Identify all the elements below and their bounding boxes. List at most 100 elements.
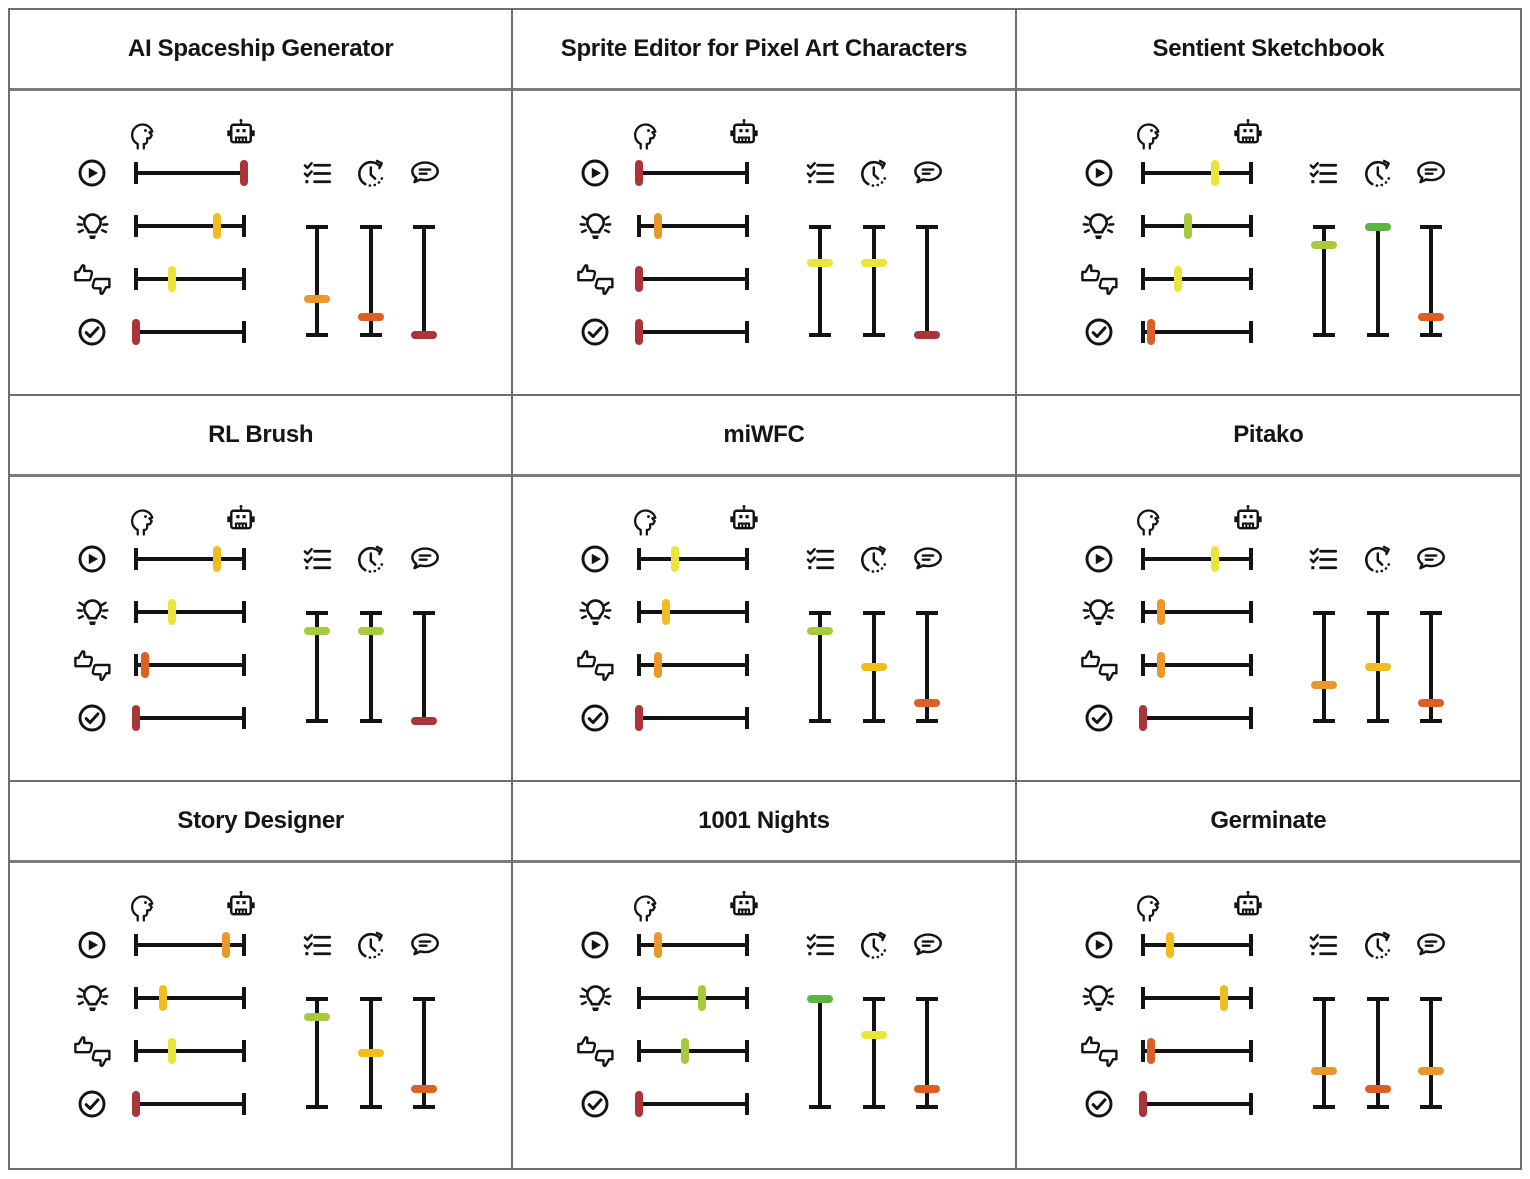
slider-track	[136, 557, 244, 561]
play-circle-icon	[75, 928, 109, 962]
slider-track	[1142, 1102, 1251, 1106]
tool-panel: 1001 Nights	[513, 782, 1017, 1168]
play-circle-icon	[578, 928, 612, 962]
slider-endcap	[1248, 707, 1253, 729]
speech-bubble-icon	[1414, 544, 1447, 575]
slider-endcap	[134, 987, 138, 1009]
slider-marker	[213, 213, 221, 239]
slider-endcap	[1140, 934, 1145, 956]
slider-endcap	[242, 707, 246, 729]
slider-endcap	[360, 1105, 382, 1109]
slider-marker	[807, 995, 834, 1003]
slider-marker	[1147, 319, 1156, 345]
slider-endcap	[809, 1105, 832, 1109]
slider-endcap	[242, 1093, 246, 1115]
slider-endcap	[1312, 997, 1335, 1001]
slider-endcap	[745, 654, 750, 676]
thumbs-feedback-icon	[71, 644, 113, 686]
panel-titlebar: Sentient Sketchbook	[1016, 10, 1520, 91]
slider-endcap	[134, 654, 138, 676]
panel-title: miWFC	[723, 421, 805, 448]
slider-endcap	[863, 997, 886, 1001]
play-circle-icon	[1082, 156, 1116, 190]
slider-marker	[861, 1030, 888, 1039]
slider-marker	[167, 1038, 176, 1064]
clock-icon	[1361, 542, 1395, 576]
slider-endcap	[1366, 1105, 1389, 1109]
slider-marker	[1138, 705, 1147, 731]
play-circle-icon	[578, 542, 612, 576]
speech-bubble-icon	[408, 930, 441, 961]
slider-track	[1375, 999, 1380, 1107]
panel-titlebar: Germinate	[1016, 782, 1520, 863]
slider-endcap	[1366, 719, 1389, 723]
panel-title: Germinate	[1210, 807, 1327, 834]
slider-track	[639, 1102, 748, 1106]
robot-icon	[226, 118, 256, 148]
slider-marker	[914, 698, 941, 707]
slider-track	[1142, 224, 1251, 228]
approval-check-icon	[1082, 1087, 1116, 1121]
clock-icon	[1361, 156, 1395, 190]
slider-track	[925, 227, 930, 335]
robot-icon	[729, 118, 759, 148]
slider-endcap	[1248, 601, 1253, 623]
slider-marker	[1157, 652, 1166, 678]
slider-endcap	[1419, 719, 1442, 723]
slider-endcap	[745, 934, 750, 956]
panel-titlebar: miWFC	[513, 396, 1015, 477]
thumbs-feedback-icon	[71, 1030, 113, 1072]
approval-check-icon	[75, 701, 109, 735]
slider-endcap	[134, 934, 138, 956]
slider-track	[1321, 227, 1326, 335]
slider-marker	[1147, 1038, 1156, 1064]
idea-lightbulb-icon	[74, 980, 111, 1017]
slider-marker	[132, 705, 140, 731]
slider-track	[1428, 999, 1433, 1107]
slider-track	[422, 227, 426, 335]
slider-marker	[304, 627, 330, 636]
approval-check-icon	[1082, 701, 1116, 735]
slider-marker	[1165, 932, 1174, 958]
thumbs-feedback-icon	[574, 258, 616, 300]
slider-marker	[358, 627, 384, 636]
slider-endcap	[1248, 1093, 1253, 1115]
panel-content	[10, 477, 511, 780]
approval-check-icon	[578, 1087, 612, 1121]
slider-marker	[1364, 663, 1391, 671]
panel-title: AI Spaceship Generator	[127, 35, 394, 62]
slider-endcap	[1248, 654, 1253, 676]
clock-icon	[354, 156, 388, 190]
slider-marker	[1211, 160, 1220, 186]
idea-lightbulb-icon	[577, 980, 614, 1017]
slider-endcap	[413, 225, 435, 229]
panel-title: 1001 Nights	[698, 807, 830, 834]
tool-panel: Sentient Sketchbook	[1016, 10, 1520, 396]
thumbs-feedback-icon	[574, 644, 616, 686]
tasklist-icon	[805, 544, 836, 575]
slider-track	[1142, 610, 1251, 614]
slider-track	[818, 999, 823, 1107]
slider-marker	[159, 985, 167, 1011]
slider-endcap	[1140, 987, 1145, 1009]
slider-track	[1142, 716, 1251, 720]
slider-endcap	[637, 654, 642, 676]
slider-track	[369, 613, 373, 721]
tasklist-icon	[302, 158, 333, 189]
slider-endcap	[916, 997, 939, 1001]
slider-track	[136, 1102, 244, 1106]
tool-panel: Sprite Editor for Pixel Art Characters	[513, 10, 1017, 396]
slider-endcap	[134, 162, 138, 184]
slider-marker	[1310, 241, 1337, 250]
slider-track	[1142, 996, 1251, 1000]
idea-lightbulb-icon	[74, 594, 111, 631]
slider-endcap	[1140, 1040, 1145, 1062]
human-icon	[1134, 891, 1161, 922]
slider-endcap	[863, 719, 886, 723]
slider-track	[639, 171, 748, 175]
slider-track	[136, 996, 244, 1000]
speech-bubble-icon	[911, 930, 944, 961]
slider-marker	[1174, 266, 1183, 292]
panel-content	[1017, 91, 1520, 394]
slider-track	[136, 224, 244, 228]
